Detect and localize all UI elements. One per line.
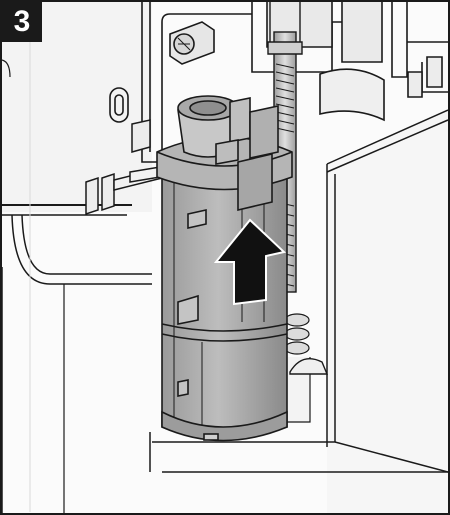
- step-number-badge: 3: [2, 2, 42, 42]
- push-up-arrow-icon: [213, 218, 287, 306]
- flush-valve: [156, 95, 293, 442]
- support-wedge: [289, 358, 329, 375]
- upper-bracket: [109, 2, 448, 163]
